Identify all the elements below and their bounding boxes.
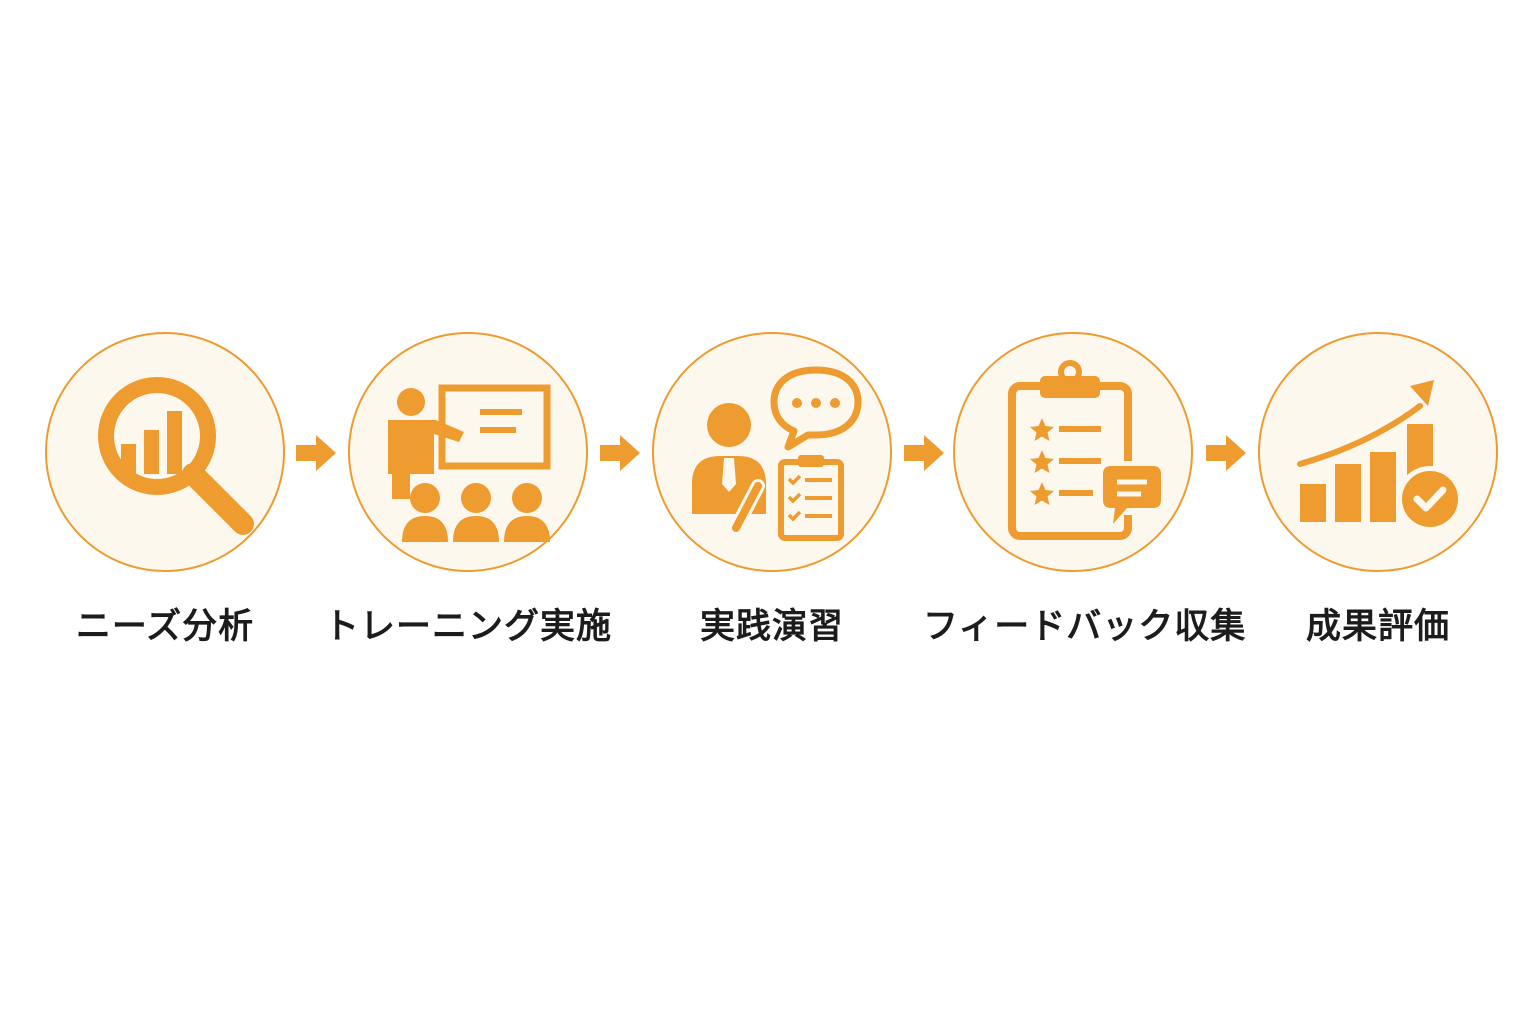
step-label-practice: 実践演習: [699, 607, 844, 647]
step-circle-practice: [652, 332, 892, 572]
step-circle-feedback: [953, 332, 1193, 572]
magnifier-bar-chart-icon: [98, 377, 254, 535]
step-label-training: トレーニング実施: [323, 607, 612, 647]
step-label-evaluation: 成果評価: [1305, 607, 1450, 647]
clipboard-stars-comment-icon: [1008, 360, 1166, 540]
step-label-feedback: フィードバック収集: [923, 607, 1247, 647]
step-circle-evaluation: [1258, 332, 1498, 572]
growth-chart-check-icon: [1297, 380, 1463, 532]
arrow-right-icon: [1206, 435, 1246, 471]
step-label-needs-analysis: ニーズ分析: [75, 607, 255, 647]
person-speech-clipboard-icon: [692, 366, 862, 541]
arrow-right-icon: [600, 435, 640, 471]
step-circle-training: [348, 332, 588, 572]
step-circle-needs-analysis: [45, 332, 285, 572]
arrow-right-icon: [904, 435, 944, 471]
presenter-whiteboard-audience-icon: [388, 384, 551, 542]
arrow-right-icon: [296, 435, 336, 471]
